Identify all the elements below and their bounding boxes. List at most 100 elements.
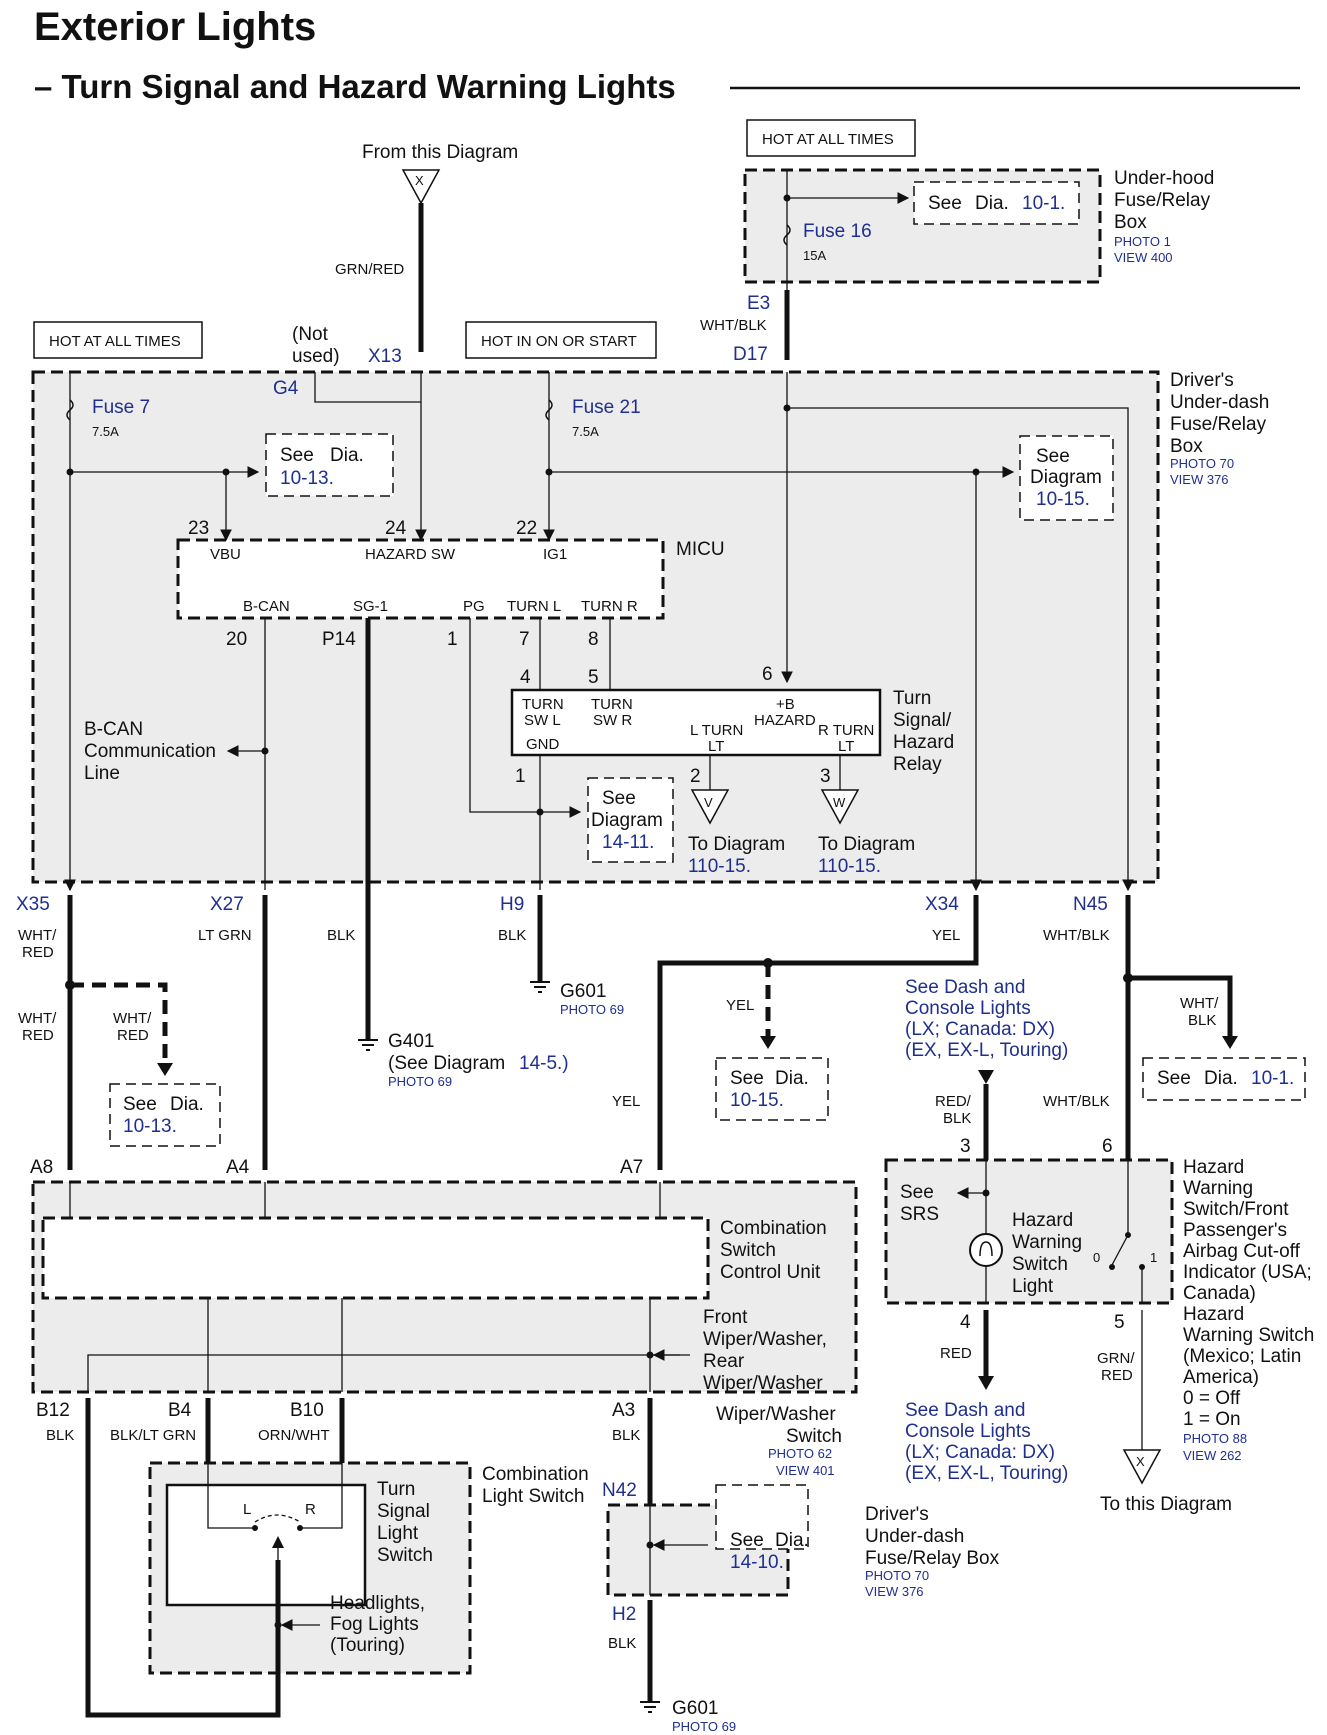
junction <box>783 404 791 412</box>
dash-lights-upper-flag <box>978 1070 994 1084</box>
grn-red-wire-label: GRN/RED <box>335 261 404 278</box>
see-10-1-mid-text: See <box>1157 1068 1191 1089</box>
control-unit-label-1: Combination <box>720 1218 827 1239</box>
relay-name-4: Relay <box>893 754 942 775</box>
see-dia-10-1-box <box>913 181 1080 225</box>
connector-n45: N45 <box>1073 894 1108 915</box>
headlights-label-2: Fog Lights <box>330 1614 419 1635</box>
wht-red-label-1: WHT/ <box>18 927 57 944</box>
see-10-13-mid-ref: 10-13. <box>123 1116 177 1137</box>
connector-h9: H9 <box>500 894 524 915</box>
driver-box-name-2: Under-dash <box>1170 392 1269 413</box>
relay-name-1: Turn <box>893 688 931 709</box>
switch-wiper-arrow <box>272 1536 284 1548</box>
micu-pin-8: 8 <box>588 629 599 650</box>
hazard-warning-switch-box <box>884 1158 1174 1305</box>
to-diagram-v: To Diagram <box>688 834 785 855</box>
see-diagram-10-15-box <box>1019 435 1114 521</box>
see-dia-10-13-mid-box <box>109 1083 221 1147</box>
x-flag-label-bottom: X <box>1136 1454 1145 1469</box>
micu-pg: PG <box>463 598 485 615</box>
wht-blk-label-4b: BLK <box>1188 1012 1216 1029</box>
driver-box-view: VIEW 376 <box>1170 472 1229 487</box>
w-connector-flag <box>820 789 860 825</box>
micu-vbu: VBU <box>210 546 241 563</box>
blk-a3-label: BLK <box>612 1427 640 1444</box>
x-flag-label-top: X <box>415 173 424 188</box>
dash-lights-lower-1: See Dash and <box>905 1400 1025 1421</box>
see-dia-14-10-box <box>715 1484 809 1550</box>
see-dia-10-13-ref: 10-13. <box>280 468 334 489</box>
switch-contact-l <box>252 1525 258 1531</box>
connector-a7: A7 <box>620 1157 643 1178</box>
wiper-washer-switch-2: Switch <box>786 1426 842 1447</box>
relay-l-turn-1: L TURN <box>690 722 743 739</box>
connector-x35: X35 <box>16 894 50 915</box>
turn-switch-l-path <box>207 1463 255 1529</box>
relay-r-turn-1: R TURN <box>818 722 874 739</box>
wht-red-label-2: WHT/ <box>18 1010 57 1027</box>
underhood-view: VIEW 400 <box>1114 250 1173 265</box>
hazard-desc-8: Hazard <box>1183 1304 1244 1325</box>
junction <box>972 468 980 476</box>
v-flag-label: V <box>704 795 713 810</box>
wiper-label-2: Wiper/Washer, <box>703 1329 827 1350</box>
g401-label: G401 <box>388 1031 434 1052</box>
junction <box>982 1189 990 1197</box>
connector-x13: X13 <box>368 346 402 367</box>
see-10-13-mid-text: See <box>123 1094 157 1115</box>
hazard-switch-blade <box>1111 1234 1129 1266</box>
arrow <box>978 1376 994 1390</box>
hazard-desc-13: 1 = On <box>1183 1409 1241 1430</box>
dash-lights-upper-2: Console Lights <box>905 998 1031 1019</box>
see-srs-2: SRS <box>900 1204 939 1225</box>
hot-all-times-box-top <box>746 119 916 157</box>
hazard-photo: PHOTO 88 <box>1183 1431 1247 1446</box>
hazard-desc-1: Hazard <box>1183 1157 1244 1178</box>
junction <box>783 194 791 202</box>
junction <box>274 1621 282 1629</box>
see-dia-10-1-text-2: Dia. <box>975 193 1009 214</box>
driver-box-name-1: Driver's <box>1170 370 1234 391</box>
fuse-16-amps: 15A <box>803 248 826 263</box>
headlights-label-1: Headlights, <box>330 1593 425 1614</box>
underhood-photo: PHOTO 1 <box>1114 234 1171 249</box>
junction <box>763 958 773 968</box>
micu-pin-20: 20 <box>226 629 247 650</box>
combination-light-switch-2: Light Switch <box>482 1486 584 1507</box>
combination-control-unit-box <box>41 1216 710 1300</box>
headlights-label-3: (Touring) <box>330 1635 405 1656</box>
relay-turn-sw-l-2: SW L <box>524 712 561 729</box>
hazard-pin-6: 6 <box>1102 1136 1113 1157</box>
micu-hazard-sw: HAZARD SW <box>365 546 456 563</box>
bcan-line-label-3: Line <box>84 763 120 784</box>
connector-a8: A8 <box>30 1157 53 1178</box>
red-label: RED <box>940 1345 972 1362</box>
micu-pin-7: 7 <box>519 629 530 650</box>
orn-wht-label: ORN/WHT <box>258 1427 330 1444</box>
hazard-light-bulb-icon <box>969 1233 1003 1267</box>
wht-blk-wire-label-top: WHT/BLK <box>700 317 767 334</box>
red-blk-label-2: BLK <box>943 1110 971 1127</box>
dash-lights-lower-4: (EX, EX-L, Touring) <box>905 1463 1068 1484</box>
lt-grn-label: LT GRN <box>198 927 252 944</box>
see-14-11-ref: 14-11. <box>602 832 654 853</box>
h2-blk-label: BLK <box>608 1635 636 1652</box>
micu-pin-22: 22 <box>516 518 537 539</box>
see-dia-10-1-mid-box <box>1142 1057 1306 1101</box>
connector-x34: X34 <box>925 894 959 915</box>
connector-b4: B4 <box>168 1400 192 1421</box>
junction <box>646 1541 654 1549</box>
hazard-desc-7: Canada) <box>1183 1283 1256 1304</box>
micu-box <box>176 538 665 620</box>
w-flag-label: W <box>833 795 846 810</box>
wht-red-branch <box>70 982 168 1072</box>
from-this-diagram-label: From this Diagram <box>362 142 518 163</box>
switch-contact-off <box>1109 1264 1115 1270</box>
see-10-15-mid-text: See <box>730 1068 764 1089</box>
yel-label-2: YEL <box>726 997 754 1014</box>
dash-lights-lower-3: (LX; Canada: DX) <box>905 1442 1055 1463</box>
g401-ref: 14-5.) <box>519 1053 569 1074</box>
bottom-box-name-2: Under-dash <box>865 1526 964 1547</box>
